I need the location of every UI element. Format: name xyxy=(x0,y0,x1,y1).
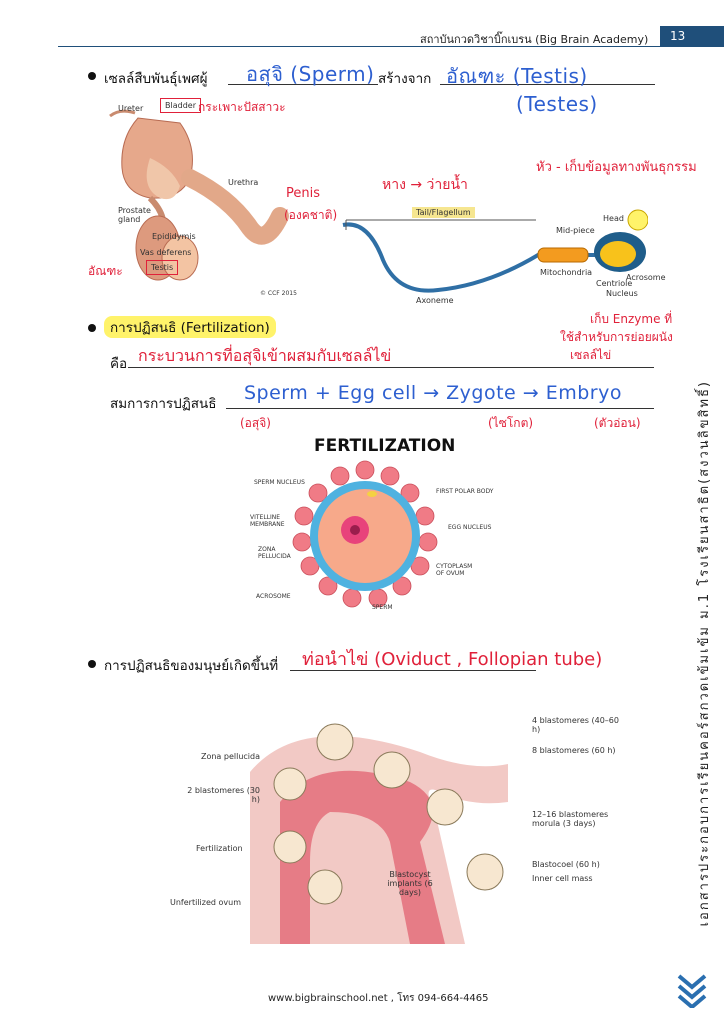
label-epididymis: Epididymis xyxy=(152,232,196,241)
label-fertilization: Fertilization xyxy=(196,844,243,853)
label-acrosome: Acrosome xyxy=(626,273,666,282)
s1-mid: สร้างจาก xyxy=(378,71,432,87)
s3-prefix: การปฏิสนธิของมนุษย์เกิดขึ้นที่ xyxy=(104,658,279,674)
label-centriole: Centriole xyxy=(596,279,633,288)
label-tail: Tail/Flagellum xyxy=(412,207,475,218)
bullet xyxy=(88,72,96,80)
page-number: 13 xyxy=(660,26,724,46)
note-bladder-th: กระเพาะปัสสาวะ xyxy=(198,100,286,114)
label-4-blastomeres: 4 blastomeres (40–60 h) xyxy=(532,716,619,734)
note-acrosome-2: ใช้สำหรับการย่อยผนัง xyxy=(560,330,673,344)
answer-line xyxy=(226,408,654,409)
s2-eq-label: สมการการปฏิสนธิ xyxy=(110,396,217,412)
label-urethra: Urethra xyxy=(228,178,259,187)
answer-line xyxy=(290,670,536,671)
s2-meaning-label: คือ xyxy=(110,356,128,372)
chevron-down-icon xyxy=(677,974,707,1008)
label-acrosome-fert: ACROSOME xyxy=(256,593,291,600)
header-rule xyxy=(58,46,724,47)
s2-heading: การปฏิสนธิ (Fertilization) xyxy=(104,316,276,338)
label-bladder: Bladder xyxy=(160,98,201,113)
side-text: เอกสารประกอบการเรียนคอร์สกวดเข้มเข้ม ม.1… xyxy=(697,380,712,927)
label-ureter: Ureter xyxy=(118,104,144,113)
label-zona: ZONA PELLUCIDA xyxy=(258,546,291,560)
fert-title: FERTILIZATION xyxy=(314,436,456,456)
label-sperm-nucleus: SPERM NUCLEUS xyxy=(254,479,305,486)
label-morula: 12–16 blastomeres morula (3 days) xyxy=(532,810,609,828)
label-testis: Testis xyxy=(146,260,179,275)
label-egg-nucleus: EGG NUCLEUS xyxy=(448,524,492,531)
note-head: หัว - เก็บข้อมูลทางพันธุกรรม xyxy=(536,160,697,175)
label-prostate: Prostate gland xyxy=(118,206,151,224)
header-title: สถาบันกวดวิชาบิ๊กเบรน (Big Brain Academy… xyxy=(420,33,649,46)
label-zona-pellucida: Zona pellucida xyxy=(200,752,260,761)
side-banner: เอกสารประกอบการเรียนคอร์สกวดเข้มเข้ม ม.1… xyxy=(680,380,712,940)
sperm-illustration xyxy=(342,209,648,293)
copyright: © CCF 2015 xyxy=(260,290,297,297)
label-unfertilized-ovum: Unfertilized ovum xyxy=(170,898,241,907)
answer-line xyxy=(440,84,655,85)
note-penis-th: (องคชาติ) xyxy=(284,208,338,222)
label-head: Head xyxy=(603,214,624,223)
label-sperm: SPERM xyxy=(372,604,393,611)
label-axoneme: Axoneme xyxy=(416,296,454,305)
eq-sub-sperm: (อสุจิ) xyxy=(240,416,271,430)
eq-sub-embryo: (ตัวอ่อน) xyxy=(594,416,641,430)
oviduct-illustration xyxy=(250,723,508,944)
s1-answer-testes: (Testes) xyxy=(516,92,598,116)
note-acrosome-1: เก็บ Enzyme ที่ xyxy=(590,312,673,326)
label-8-blastomeres: 8 blastomeres (60 h) xyxy=(532,746,616,755)
footer: www.bigbrainschool.net , โทร 094-664-446… xyxy=(268,993,489,1004)
label-blastocyst: Blastocyst implants (6 days) xyxy=(387,870,433,897)
s1-answer-sperm: อสุจิ (Sperm) xyxy=(246,62,375,86)
fertilization-illustration xyxy=(292,460,438,608)
label-blastocoel: Blastocoel (60 h) xyxy=(532,860,600,869)
eq-sub-zygote: (ไซโกต) xyxy=(488,416,534,430)
bullet xyxy=(88,660,96,668)
label-nucleus: Nucleus xyxy=(606,289,638,298)
s1-prefix: เซลล์สืบพันธุ์เพศผู้ xyxy=(104,71,208,87)
note-testis-th: อัณฑะ xyxy=(88,264,123,278)
s2-equation: Sperm + Egg cell → Zygote → Embryo xyxy=(244,382,622,404)
s2-meaning: กระบวนการที่อสุจิเข้าผสมกับเซลล์ไข่ xyxy=(138,346,392,365)
label-midpiece: Mid-piece xyxy=(556,226,595,235)
label-vas-deferens: Vas deferens xyxy=(140,248,192,257)
s1-answer-testis: อัณฑะ (Testis) xyxy=(446,64,588,88)
answer-line xyxy=(128,367,654,368)
label-inner-cell-mass: Inner cell mass xyxy=(532,874,593,883)
male-reproductive-illustration xyxy=(109,109,289,281)
label-2-blastomeres: 2 blastomeres (30 h) xyxy=(187,786,260,804)
label-cytoplasm: CYTOPLASM OF OVUM xyxy=(436,563,473,577)
note-penis: Penis xyxy=(286,186,320,201)
s3-answer: ท่อนำไข่ (Oviduct , Follopian tube) xyxy=(302,649,603,670)
label-polar-body: FIRST POLAR BODY xyxy=(436,488,494,495)
bullet xyxy=(88,324,96,332)
note-tail: หาง → ว่ายน้ำ xyxy=(382,177,468,193)
label-mitochondria: Mitochondria xyxy=(540,268,593,277)
note-acrosome-3: เซลล์ไข่ xyxy=(570,348,612,362)
label-vitelline: VITELLINE MEMBRANE xyxy=(250,514,285,528)
answer-line xyxy=(228,84,378,85)
